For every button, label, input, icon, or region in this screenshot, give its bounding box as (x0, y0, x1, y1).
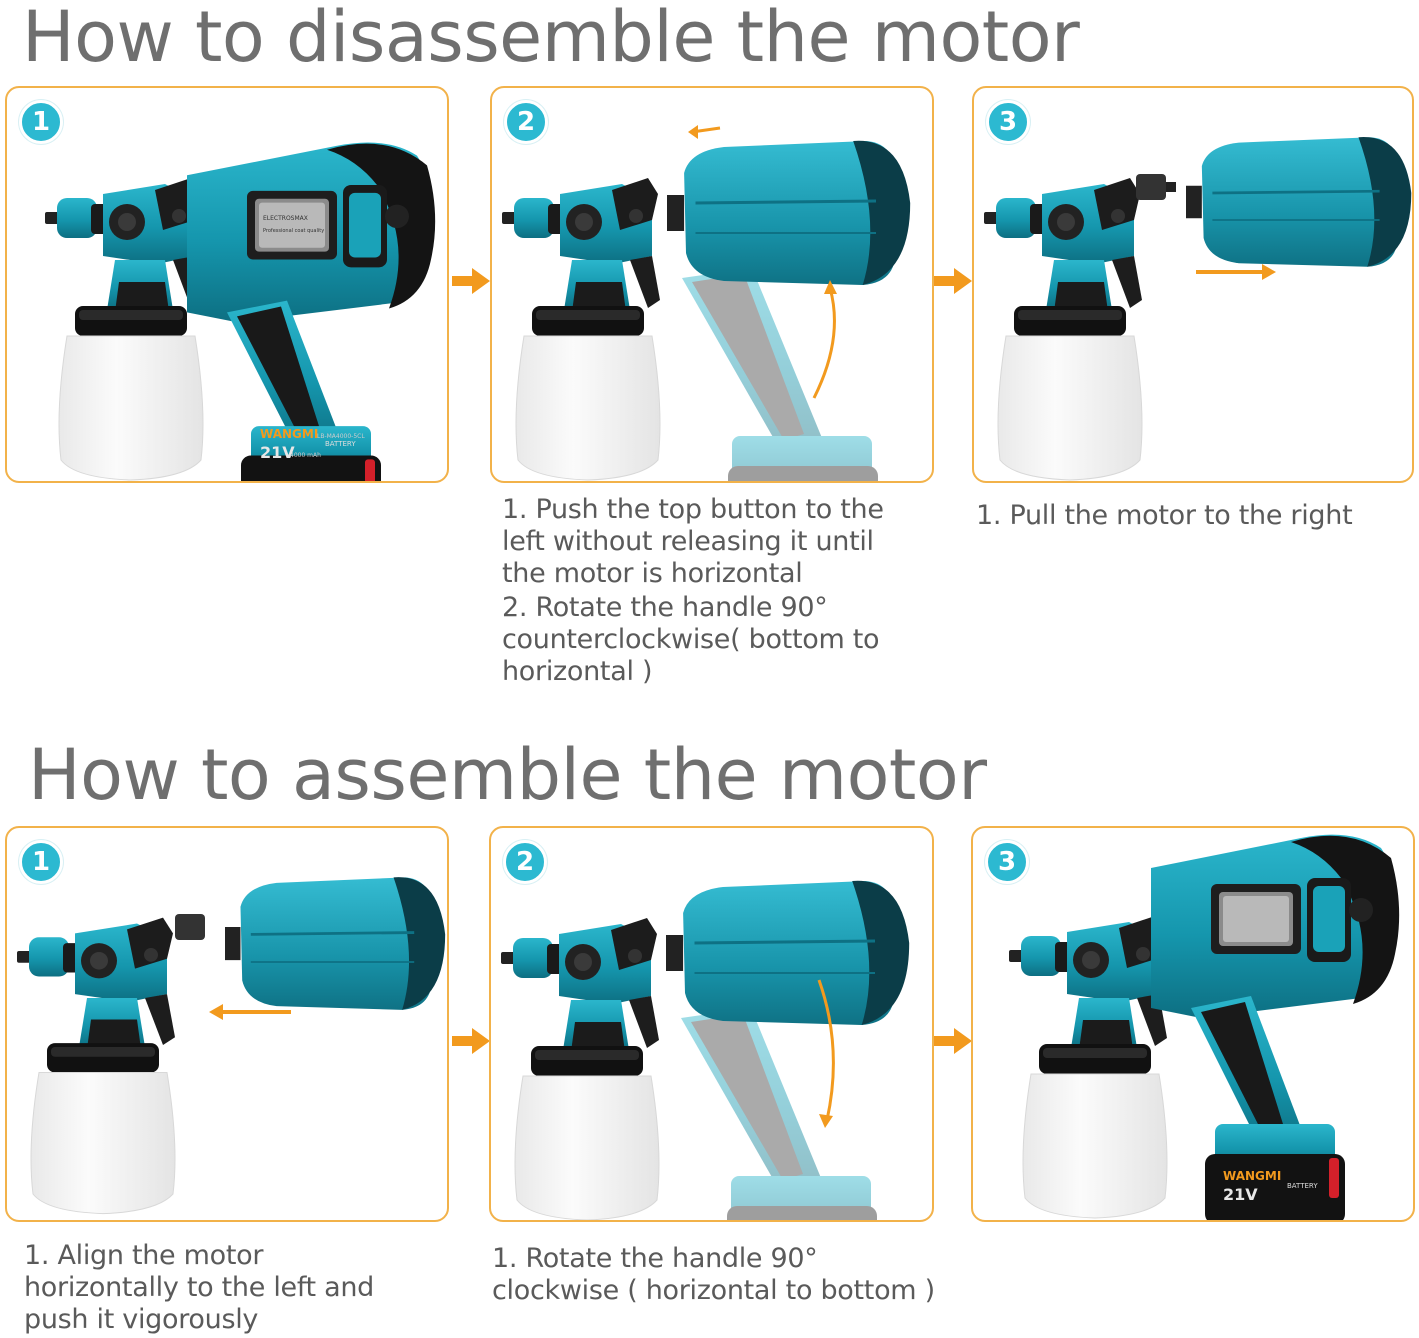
step-caption-disassemble-2: 1. Push the top button to the left witho… (502, 494, 884, 688)
section-title-disassemble: How to disassemble the motor (22, 0, 1080, 78)
step-number-badge: 3 (986, 100, 1030, 144)
caption-line: 2. Rotate the handle 90° (502, 592, 828, 623)
step-panel-assemble-1: 1 (5, 826, 449, 1222)
caption-line: horizontally to the left and (24, 1272, 375, 1303)
step-number-badge: 1 (19, 840, 63, 884)
battery-label: BATTERY (325, 440, 356, 448)
arrow-left-icon (688, 125, 721, 139)
battery-voltage: 21V (260, 443, 295, 462)
caption-line: counterclockwise( bottom to (502, 624, 880, 655)
arrow-right-icon (452, 268, 490, 294)
step-panel-disassemble-2: 2 (490, 86, 934, 483)
arrow-right-icon (934, 268, 972, 294)
caption-line: 1. Push the top button to the (502, 494, 884, 525)
spray-gun-motor-removed-image (983, 135, 1412, 481)
step-number-badge: 2 (503, 840, 547, 884)
arrow-right-icon (934, 1028, 972, 1054)
arrow-right-icon (1196, 264, 1276, 280)
battery-voltage: 21V (1223, 1185, 1258, 1204)
section-title-assemble: How to assemble the motor (28, 734, 987, 816)
battery-brand: WANGMI (1223, 1169, 1281, 1183)
spray-gun-rotating-handle-image (501, 125, 912, 481)
step-panel-disassemble-1: WANGMI LB-MA4000-5CL 21V 4000 mAh BATTER… (5, 86, 449, 483)
caption-line: push it vigorously (24, 1304, 259, 1335)
battery-model: LB-MA4000-5CL (317, 433, 365, 440)
curved-arrow-icon (817, 979, 835, 1128)
caption-line: 1. Align the motor (24, 1240, 264, 1271)
motor-label: ELECTROSMAX (263, 215, 308, 222)
battery-brand: WANGMI (260, 427, 318, 441)
step-panel-disassemble-3: 3 (972, 86, 1414, 483)
caption-line: 1. Rotate the handle 90° (492, 1243, 818, 1274)
step-number-badge: 2 (504, 100, 548, 144)
spray-gun-assembled-image: WANGMI LB-MA4000-5CL 21V 4000 mAh BATTER… (44, 142, 436, 481)
battery-capacity: 4000 mAh (290, 452, 321, 459)
caption-line: horizontal ) (502, 656, 653, 687)
caption-line: left without releasing it until (502, 526, 874, 557)
caption-line: 1. Pull the motor to the right (976, 500, 1353, 531)
arrow-left-icon (209, 1004, 291, 1020)
spray-gun-motor-attaching-image (16, 875, 447, 1215)
step-number-badge: 1 (19, 100, 63, 144)
arrow-right-icon (452, 1028, 490, 1054)
motor-sublabel: Professional coat quality (263, 228, 324, 234)
step-caption-assemble-2: 1. Rotate the handle 90° clockwise ( hor… (492, 1243, 935, 1307)
step-caption-assemble-1: 1. Align the motor horizontally to the l… (24, 1240, 374, 1336)
step-caption-disassemble-3: 1. Pull the motor to the right (976, 500, 1353, 532)
spray-gun-assembled-image: WANGMI 21V BATTERY (1008, 834, 1400, 1220)
caption-line: the motor is horizontal (502, 558, 803, 589)
caption-line: clockwise ( horizontal to bottom ) (492, 1275, 935, 1306)
curved-arrow-icon (812, 280, 837, 399)
step-panel-assemble-3: WANGMI 21V BATTERY 3 (971, 826, 1415, 1222)
spray-gun-rotating-handle-image (500, 879, 911, 1220)
step-number-badge: 3 (985, 840, 1029, 884)
step-panel-assemble-2: 2 (489, 826, 934, 1222)
battery-label: BATTERY (1287, 1182, 1318, 1190)
